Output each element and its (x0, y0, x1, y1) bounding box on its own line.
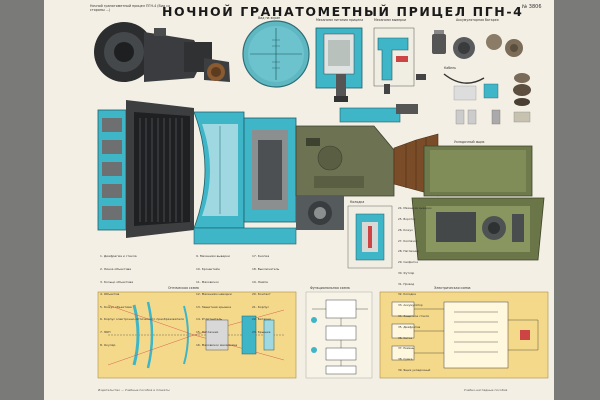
poster-artwork (94, 20, 549, 379)
legend-item: 7. ЭОП (100, 330, 111, 335)
legend-item: 8. Окуляр (100, 342, 116, 347)
legend-item: 18. Выключатель (252, 267, 280, 272)
legend-item: 13. Защитная крышка (196, 304, 232, 309)
legend-item: 30. Футляр (398, 270, 415, 275)
focus-mechanism-cutaway (373, 27, 415, 94)
legend-item: 19. Лампа (252, 279, 268, 284)
legend-item: 36. Сетка (398, 335, 413, 340)
legend-item: 29. Салфетка (398, 260, 418, 265)
footer-right: Учебно-наглядные пособия (464, 388, 508, 392)
legend-item: 26. Кожух (398, 227, 413, 232)
legend-item: 5. Кожух объектива (100, 304, 132, 309)
power-block-cutaway (315, 27, 363, 102)
legend-right: 24. Механизм выверки 25. Вороток 26. Кож… (398, 200, 431, 380)
legend-item: 23. Крышка (252, 330, 271, 335)
legend-item: 12. Механизм наводки (196, 292, 232, 297)
legend-item: 37. Ремень (398, 346, 415, 351)
legend-item: 24. Механизм выверки (398, 206, 432, 211)
electrical-scheme (379, 291, 549, 379)
legend-item: 38. Сумка (398, 357, 413, 362)
main-longitudinal-section (97, 100, 439, 269)
legend-item: 9. Механизм выверки (196, 254, 231, 259)
top-left-caption: Ночной гранатометный прицел ПГН-4 (Вид с… (90, 4, 171, 12)
legend-item: 4. Объектив (100, 292, 120, 297)
legend-item: 15. Наглазник (196, 330, 219, 335)
legend-item: 27. Колпачок (398, 238, 418, 243)
optical-scheme-title: Оптическая схема (168, 286, 199, 290)
legend-item: 14. Уплотнитель (196, 317, 223, 322)
legend-item: 34. Защитное стекло (398, 314, 430, 318)
legend-item: 3. Кольцо объектива (100, 279, 134, 284)
accessories-top-right (416, 30, 531, 125)
legend-item: 35. Диафрагма (398, 324, 421, 329)
optical-scheme (97, 291, 297, 379)
functional-scheme (305, 291, 373, 379)
legend-item: 16. Маховичок механизма (196, 342, 238, 347)
footer-left: Издательство — Учебные пособия и плакаты (98, 388, 170, 392)
legend-item: 11. Маховичок (196, 279, 219, 284)
legend-item: 22. Батарея (252, 317, 271, 322)
legend-item: 28. Наглазник (398, 249, 419, 254)
battery-title-label: Аккумуляторная батарея (456, 18, 499, 22)
electrical-scheme-title: Электрическая схема (434, 286, 471, 290)
focus-mech-label: Механизм выверки (374, 18, 407, 22)
reticle-view (242, 20, 310, 88)
functional-scheme-title: Функциональная схема (310, 286, 350, 290)
legend-item: 2. Линза объектива (100, 267, 132, 272)
document-number: № 3806 (522, 4, 542, 10)
legend-item: 31. Провод (398, 281, 415, 286)
connector-title-label: Колодка (350, 200, 365, 204)
legend-item: 1. Диафрагма и стекла (100, 254, 137, 259)
storage-case (411, 145, 545, 261)
poster-title: НОЧНОЙ ГРАНАТОМЕТНЫЙ ПРИЦЕЛ ПГН-4 (162, 4, 524, 19)
legend-mid2: 17. Кнопка 18. Выключатель 19. Лампа 20.… (252, 246, 279, 343)
legend-mid: 9. Механизм выверки 10. Кронштейн 11. Ма… (196, 246, 237, 355)
cable-title-label: Кабель (444, 66, 457, 70)
legend-item: 17. Кнопка (252, 254, 270, 259)
kit-title-label: Укладочный ящик (454, 140, 485, 144)
legend-item: 10. Кронштейн (196, 267, 220, 272)
legend-item: 21. Корпус (252, 304, 269, 309)
legend-item: 25. Вороток (398, 216, 416, 221)
legend-item: 6. Корпус электронно-оптического преобра… (100, 317, 184, 322)
poster-sheet: Ночной гранатометный прицел ПГН-4 (Вид с… (44, 0, 554, 400)
legend-left: 1. Диафрагма и стекла 2. Линза объектива… (100, 246, 184, 355)
legend-item: 20. Контакт (252, 292, 271, 297)
lens-view-label: Вид на экран (258, 16, 281, 20)
legend-item: 32. Колодка (398, 292, 416, 297)
legend-item: 39. Ящик укладочный (398, 367, 431, 372)
sight-external-view (94, 22, 230, 82)
legend-item: 33. Аккумулятор (398, 303, 423, 308)
power-block-label: Механизм питания прицела (316, 18, 364, 22)
